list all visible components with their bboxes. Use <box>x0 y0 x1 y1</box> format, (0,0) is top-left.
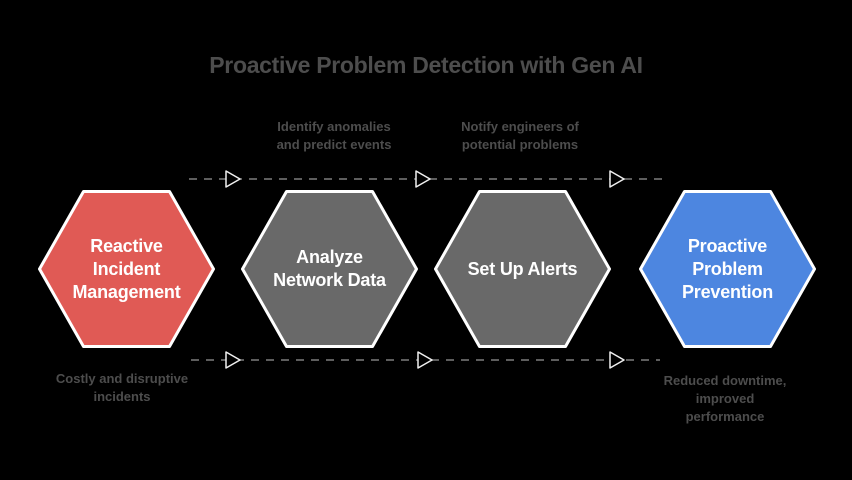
arrowhead-icon <box>415 170 431 188</box>
hexagon-label: Set Up Alerts <box>467 258 578 279</box>
hexagon-polygon <box>434 190 611 348</box>
annotation-reduced-downtime: Reduced downtime, improved performance <box>663 373 787 424</box>
annotation-notify-engineers: Notify engineers of potential problems <box>461 119 579 152</box>
diagram-title: Proactive Problem Detection with Gen AI <box>209 52 643 78</box>
hexagon-label: Proactive Problem Prevention <box>681 235 774 302</box>
arrowhead-icon <box>417 351 433 369</box>
annotation-costly-incidents: Costly and disruptive incidents <box>55 371 189 404</box>
annotation-identify-anomalies: Identify anomalies and predict events <box>276 119 392 152</box>
arrowhead-icon <box>609 170 625 188</box>
hexagon-shape <box>241 190 418 348</box>
hexagon-reactive-incident-management: Reactive Incident Management <box>38 190 215 348</box>
hexagon-polygon <box>38 190 215 348</box>
arrowhead-icon <box>225 351 241 369</box>
hexagon-set-up-alerts: Set Up Alerts <box>434 190 611 348</box>
hexagon-polygon <box>241 190 418 348</box>
hexagon-proactive-problem-prevention: Proactive Problem Prevention <box>639 190 816 348</box>
hexagon-label: Reactive Incident Management <box>72 235 181 302</box>
hexagon-polygon <box>639 190 816 348</box>
arrowhead-icon <box>225 170 241 188</box>
arrowhead-icon <box>609 351 625 369</box>
hexagon-shape <box>639 190 816 348</box>
hexagon-label: Analyze Network Data <box>273 247 386 290</box>
hexagon-shape <box>434 190 611 348</box>
hexagon-shape <box>38 190 215 348</box>
hexagon-analyze-network-data: Analyze Network Data <box>241 190 418 348</box>
